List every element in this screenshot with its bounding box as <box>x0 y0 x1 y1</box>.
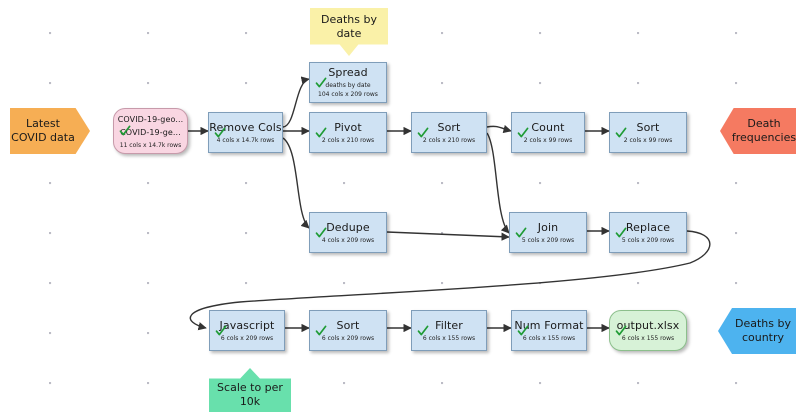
check-icon <box>417 127 429 139</box>
node-remove-cols[interactable]: Remove Cols 4 cols x 14.7k rows <box>208 112 283 153</box>
node-subtitle: 6 cols x 209 rows <box>321 334 375 342</box>
check-icon <box>517 127 529 139</box>
check-icon <box>215 325 227 337</box>
node-title: Javascript <box>219 318 275 332</box>
check-icon <box>315 127 327 139</box>
check-icon <box>315 77 327 89</box>
node-subtitle: 2 cols x 99 rows <box>623 136 673 144</box>
node-title: Sort <box>437 120 461 134</box>
node-join[interactable]: Join 5 cols x 209 rows <box>509 212 587 253</box>
node-subtitle: 6 cols x 155 rows <box>621 334 675 342</box>
check-icon <box>615 227 627 239</box>
edge-dedupe-to-join <box>386 231 510 241</box>
node-title-line1: COVID-19-geo... <box>117 114 184 124</box>
node-subtitle: 5 cols x 209 rows <box>521 236 575 244</box>
callout-deaths-by-country[interactable]: Deaths by country <box>718 308 796 354</box>
edge-remove-cols-to-dedupe <box>282 137 310 229</box>
check-icon <box>615 325 627 337</box>
node-spread[interactable]: Spread deaths by date 104 cols x 209 row… <box>309 62 387 103</box>
node-title: Dedupe <box>326 220 370 234</box>
callout-output-top-line2: frequencies <box>731 131 797 144</box>
node-subtitle-2: 104 cols x 209 rows <box>318 91 378 98</box>
node-subtitle: 5 cols x 209 rows <box>621 236 675 244</box>
node-sort-2[interactable]: Sort 2 cols x 99 rows <box>609 112 687 153</box>
node-title: Pivot <box>334 120 362 134</box>
note-deaths-by-date[interactable]: Deaths by date <box>310 8 388 56</box>
node-title: Sort <box>636 120 660 134</box>
node-sort-1[interactable]: Sort 2 cols x 210 rows <box>411 112 487 153</box>
node-subtitle: 11 cols x 14.7k rows <box>119 141 182 149</box>
check-icon <box>615 127 627 139</box>
node-title: Spread <box>328 66 368 79</box>
node-source-file[interactable]: COVID-19-geo... COVID-19-ge... 11 cols x… <box>113 108 188 154</box>
node-title: Sort <box>336 318 360 332</box>
node-output-file[interactable]: output.xlsx 6 cols x 155 rows <box>609 310 687 351</box>
node-pivot[interactable]: Pivot 2 cols x 210 rows <box>309 112 387 153</box>
note-top-line2: date <box>336 27 362 40</box>
node-subtitle: 6 cols x 155 rows <box>422 334 476 342</box>
node-title: output.xlsx <box>616 318 680 332</box>
callout-death-frequencies[interactable]: Death frequencies <box>720 108 796 154</box>
node-sort-3[interactable]: Sort 6 cols x 209 rows <box>309 310 387 351</box>
node-title-line2: COVID-19-ge... <box>120 127 181 137</box>
node-num-format[interactable]: Num Format 6 cols x 155 rows <box>511 310 587 351</box>
note-bottom-line2: 10k <box>239 395 261 408</box>
check-icon <box>214 127 226 139</box>
callout-output-top-line1: Death <box>747 117 781 130</box>
check-icon <box>515 227 527 239</box>
node-title: Replace <box>625 220 671 234</box>
node-replace[interactable]: Replace 5 cols x 209 rows <box>609 212 687 253</box>
node-subtitle: 4 cols x 209 rows <box>321 236 375 244</box>
edge-remove-cols-to-spread <box>282 76 310 128</box>
node-subtitle: deaths by date <box>325 82 371 89</box>
check-icon <box>119 125 131 137</box>
callout-output-bottom-line2: country <box>741 331 785 344</box>
note-scale-to-per-10k[interactable]: Scale to per 10k <box>209 368 291 412</box>
callout-input-line2: COVID data <box>11 131 75 144</box>
check-icon <box>315 227 327 239</box>
node-subtitle: 6 cols x 155 rows <box>522 334 576 342</box>
edge-sort1-to-count <box>486 124 512 134</box>
node-title: Count <box>531 120 565 134</box>
node-count[interactable]: Count 2 cols x 99 rows <box>511 112 585 153</box>
node-title: Join <box>537 220 559 234</box>
callout-latest-covid-data[interactable]: Latest COVID data <box>10 108 90 154</box>
node-subtitle: 2 cols x 210 rows <box>321 136 375 144</box>
node-filter[interactable]: Filter 6 cols x 155 rows <box>411 310 487 351</box>
node-subtitle: 2 cols x 99 rows <box>523 136 573 144</box>
edge-sort1-to-join <box>486 132 510 234</box>
node-dedupe[interactable]: Dedupe 4 cols x 209 rows <box>309 212 387 253</box>
node-title: Num Format <box>514 318 584 332</box>
node-title: Filter <box>435 318 463 332</box>
node-subtitle: 4 cols x 14.7k rows <box>216 136 275 144</box>
node-subtitle: 2 cols x 210 rows <box>422 136 476 144</box>
node-subtitle: 6 cols x 209 rows <box>220 334 274 342</box>
callout-output-bottom-line1: Deaths by <box>735 317 791 330</box>
callout-input-line1: Latest <box>25 117 60 130</box>
node-title: Remove Cols <box>209 120 282 134</box>
note-bottom-line1: Scale to per <box>217 381 283 394</box>
note-top-line1: Deaths by <box>321 13 377 26</box>
check-icon <box>315 325 327 337</box>
check-icon <box>417 325 429 337</box>
check-icon <box>517 325 529 337</box>
node-javascript[interactable]: Javascript 6 cols x 209 rows <box>209 310 285 351</box>
